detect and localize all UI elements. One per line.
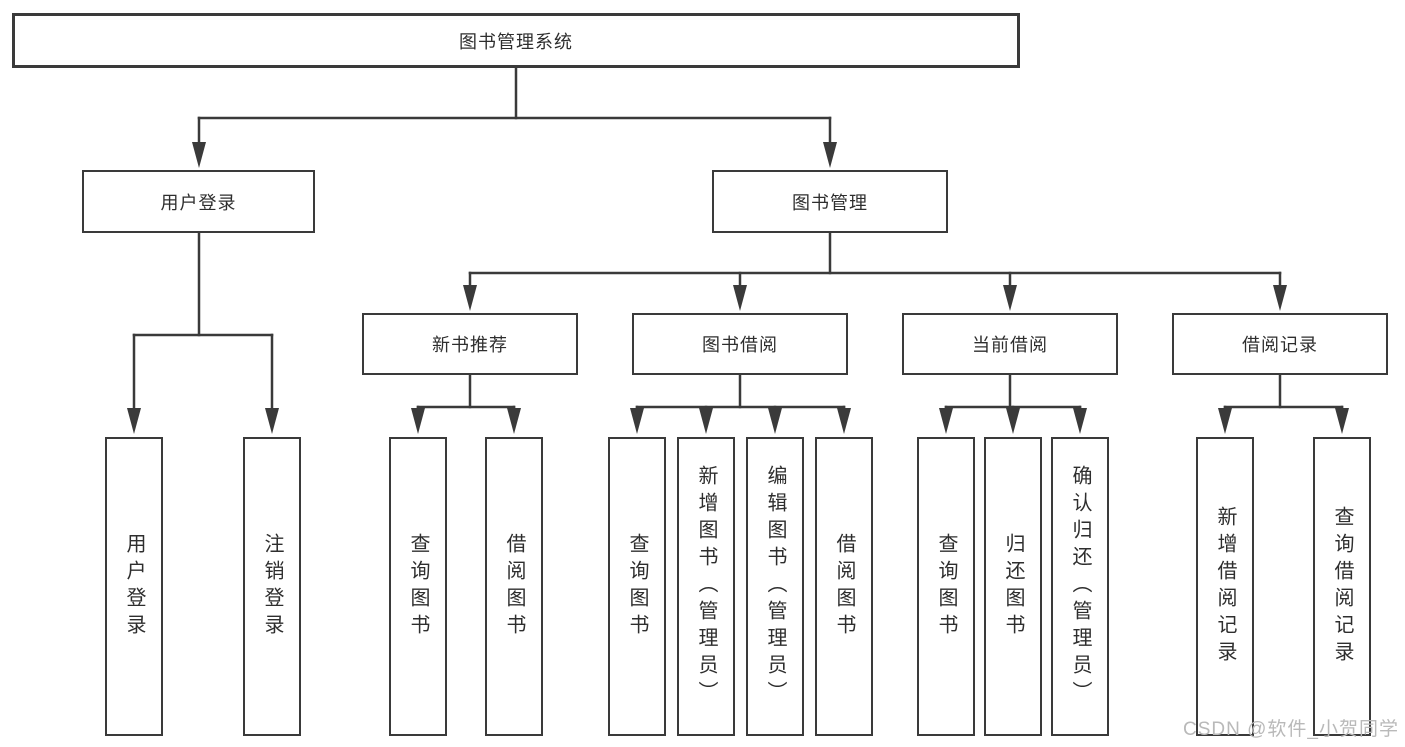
arrowhead-down-icon — [411, 408, 425, 434]
node-new-book-recommendation: 新书推荐 — [362, 313, 578, 375]
node-borrowing-records: 借阅记录 — [1172, 313, 1388, 375]
leaf-logout: 注销登录 — [243, 437, 301, 736]
arrowhead-down-icon — [837, 408, 851, 434]
leaf-edit-book-admin: 编辑图书（管理员） — [746, 437, 804, 736]
arrowhead-down-icon — [127, 408, 141, 434]
leaf-add-borrow-record: 新增借阅记录 — [1196, 437, 1254, 736]
leaf-query-borrow-record: 查询借阅记录 — [1313, 437, 1371, 736]
arrowhead-down-icon — [1006, 408, 1020, 434]
watermark: CSDN @软件_小贺同学 — [1183, 719, 1399, 740]
leaf-confirm-return-admin: 确认归还（管理员） — [1051, 437, 1109, 736]
node-current-borrowing: 当前借阅 — [902, 313, 1118, 375]
leaf-add-book-admin: 新增图书（管理员） — [677, 437, 735, 736]
leaf-query-books-current: 查询图书 — [917, 437, 975, 736]
leaf-query-books-borrow: 查询图书 — [608, 437, 666, 736]
arrowhead-down-icon — [1003, 285, 1017, 311]
arrowhead-down-icon — [630, 408, 644, 434]
node-user-login: 用户登录 — [82, 170, 315, 233]
leaf-borrow-books-recommend: 借阅图书 — [485, 437, 543, 736]
leaf-query-books-recommend: 查询图书 — [389, 437, 447, 736]
node-library-management-system: 图书管理系统 — [12, 13, 1020, 68]
arrowhead-down-icon — [265, 408, 279, 434]
leaf-borrow-books: 借阅图书 — [815, 437, 873, 736]
arrowhead-down-icon — [507, 408, 521, 434]
arrowhead-down-icon — [1073, 408, 1087, 434]
leaf-return-book: 归还图书 — [984, 437, 1042, 736]
arrowhead-down-icon — [192, 142, 206, 168]
arrowhead-down-icon — [733, 285, 747, 311]
arrowhead-down-icon — [939, 408, 953, 434]
arrowhead-down-icon — [1218, 408, 1232, 434]
arrowhead-down-icon — [463, 285, 477, 311]
arrowhead-down-icon — [823, 142, 837, 168]
arrowhead-down-icon — [1335, 408, 1349, 434]
node-book-borrowing: 图书借阅 — [632, 313, 848, 375]
arrowhead-down-icon — [699, 408, 713, 434]
arrowhead-down-icon — [1273, 285, 1287, 311]
node-book-management: 图书管理 — [712, 170, 948, 233]
arrowhead-down-icon — [768, 408, 782, 434]
leaf-user-login: 用户登录 — [105, 437, 163, 736]
